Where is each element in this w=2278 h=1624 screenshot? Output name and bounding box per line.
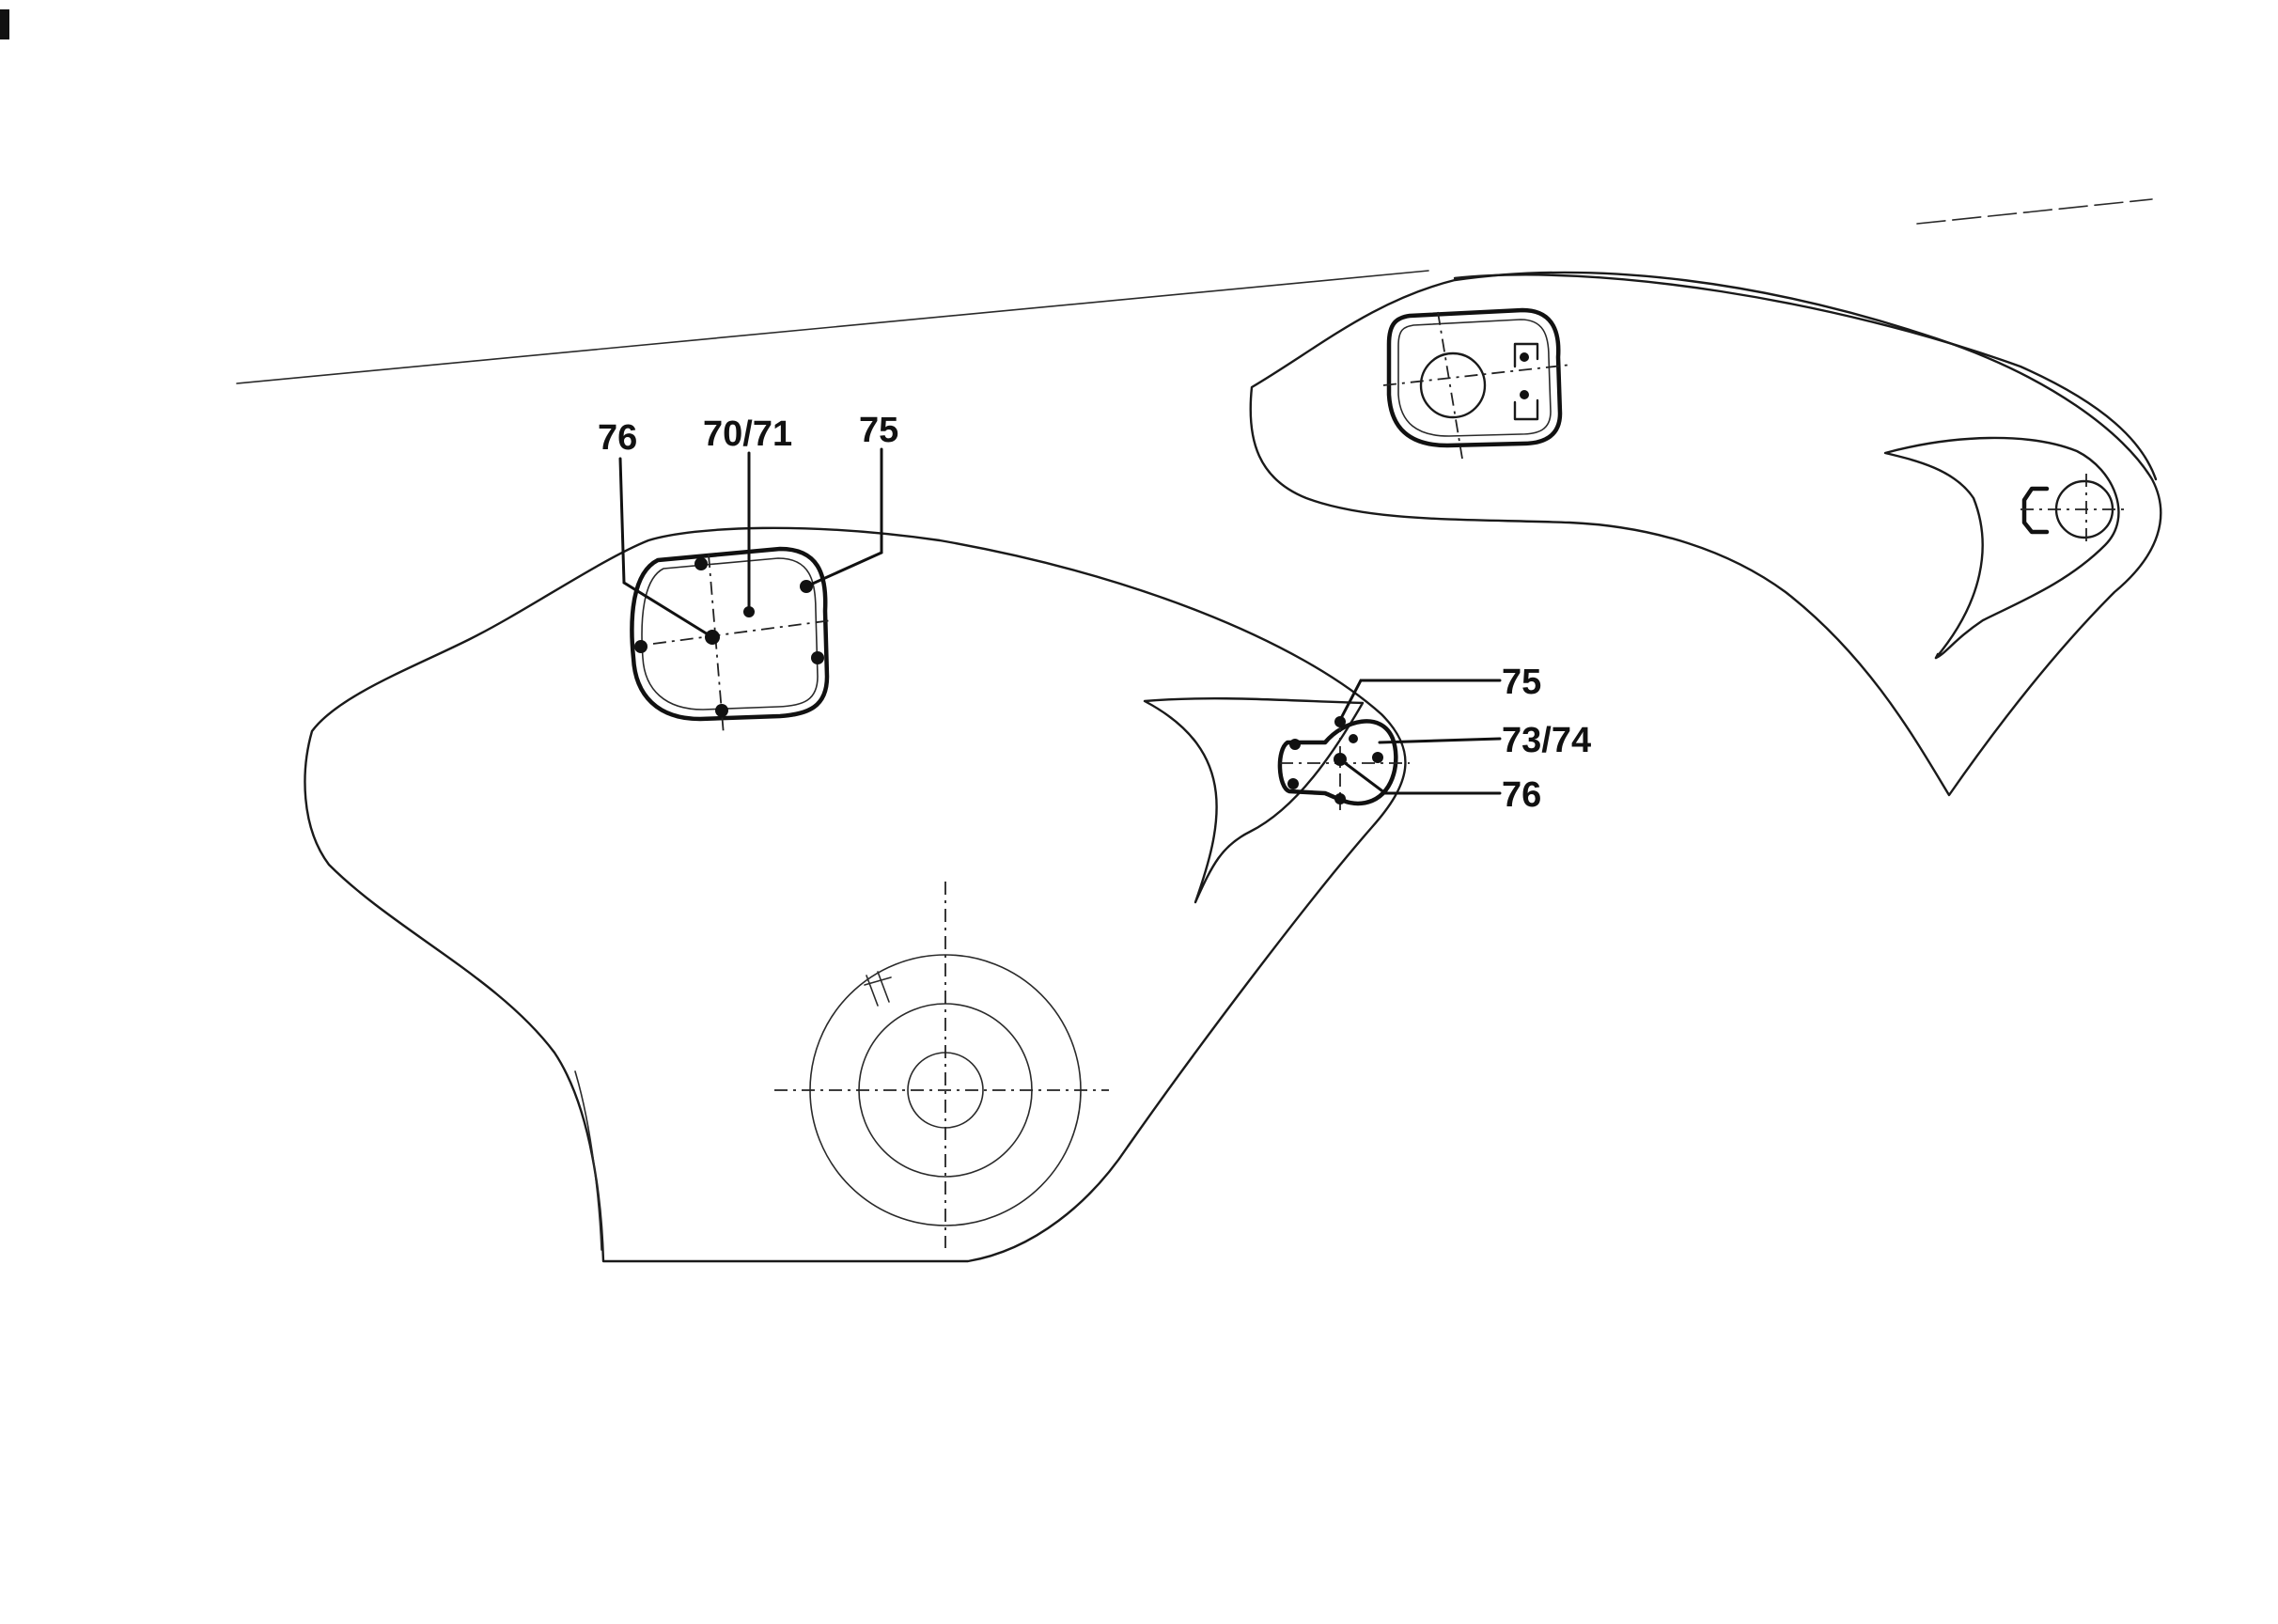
fastener-dot — [694, 557, 708, 570]
slot-plate-centerline-v — [1437, 311, 1463, 460]
fastener-dot — [715, 704, 728, 717]
callout-label: 76 — [598, 418, 637, 458]
left-panel-outline — [304, 526, 1407, 1263]
leader-line — [1336, 679, 1502, 726]
right-side-panel — [1249, 271, 2162, 797]
panel-edge-line-right — [1916, 198, 2153, 225]
slot-clip — [1513, 398, 1539, 421]
callout-label: 76 — [1502, 775, 1541, 815]
slot-plate-centerline-h — [1382, 364, 1572, 386]
fastener-dot — [1520, 390, 1529, 399]
callout-label: 70/71 — [703, 414, 792, 454]
slot-plate-inner — [1397, 319, 1552, 437]
upper-cover-plate-inner — [641, 557, 819, 710]
fastener-dot — [1289, 739, 1301, 750]
corner-mark — [0, 9, 9, 39]
fastener-dot — [634, 640, 648, 653]
slot-plate — [1386, 307, 1563, 448]
slot-plate-hole — [1419, 351, 1487, 419]
right-curved-cutout — [1883, 436, 2120, 660]
fastener-dot — [1520, 352, 1529, 362]
fastener-dot — [811, 651, 824, 664]
upper-cover-plate — [630, 546, 830, 722]
right-cutout-tip — [1934, 652, 1940, 660]
curved-cutout — [1143, 697, 1365, 904]
lower-mount-plate — [1277, 719, 1398, 806]
fastener-dot — [1349, 734, 1358, 743]
right-panel-outline — [1249, 271, 2162, 797]
callout-label: 73/74 — [1502, 721, 1591, 760]
grommet-clip — [2021, 486, 2050, 535]
leader-line — [618, 457, 714, 639]
leader-line — [1338, 757, 1502, 795]
right-panel-top-edge — [1453, 273, 2158, 481]
callout-label: 75 — [859, 411, 898, 450]
fastener-dot — [1334, 793, 1346, 804]
left-panel-inner-edge — [574, 1070, 602, 1251]
slot-clip — [1513, 342, 1539, 368]
callout-label: 75 — [1502, 663, 1541, 702]
panel-edge-line — [236, 270, 1429, 384]
leader-line — [804, 447, 883, 588]
left-side-panel — [304, 447, 1502, 1263]
fastener-dot — [1287, 778, 1299, 789]
upper-plate-centerline-v — [708, 554, 725, 736]
upper-plate-centerline-h — [652, 619, 833, 645]
hub-keyway-mark — [864, 971, 892, 1007]
fastener-dot — [1372, 752, 1383, 763]
leader-line — [1378, 737, 1502, 744]
